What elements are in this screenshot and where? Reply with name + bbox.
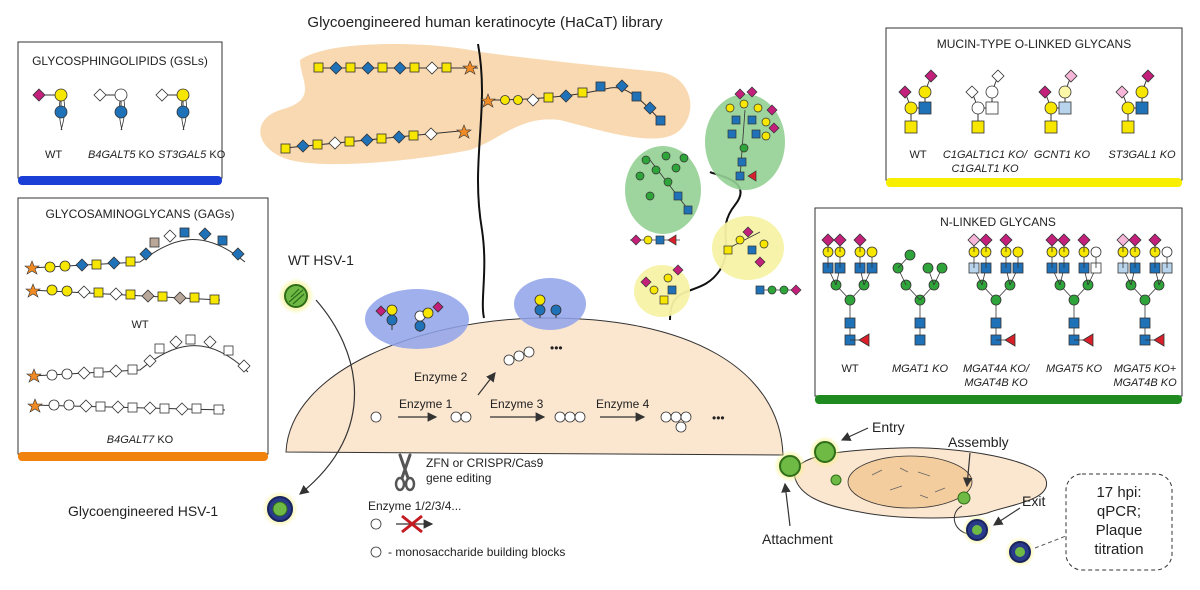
enzyme-pathway: [370, 346, 692, 433]
gsl-structure-st3gal5: [155, 88, 190, 131]
enzyme-4-ellipsis: •••: [712, 411, 725, 425]
monosaccharide-legend: - monosaccharide building blocks: [388, 545, 565, 559]
mucin-structure-c1galt1: [965, 69, 1005, 134]
monosaccharide-legend-icon: [370, 546, 382, 558]
gsl-blob-right: [514, 278, 586, 330]
assay-line3: Plaque: [1096, 522, 1143, 539]
gag-label-ko: B4GALT7 KO: [107, 434, 174, 446]
assay-line1: 17 hpi:: [1096, 484, 1141, 501]
gene-editing-line2: gene editing: [426, 471, 491, 485]
entry-virus-icon: [809, 436, 841, 468]
host-nucleus: [847, 455, 973, 509]
exit-virus-icon: [962, 515, 992, 545]
library-title: Glycoengineered human keratinocyte (HaCa…: [307, 14, 663, 31]
nlinked-label-mgat5-mgat4b-line2: MGAT4B KO: [1113, 377, 1177, 389]
enzyme-4-label: Enzyme 4: [596, 397, 650, 411]
gag-ko-chain-2: [27, 398, 226, 416]
cell-membrane-protein: [477, 43, 486, 319]
gene-editing-line1: ZFN or CRISPR/Cas9: [426, 456, 544, 470]
attachment-virus-icon: [774, 450, 806, 482]
mucin-color-bar: [886, 178, 1182, 187]
mucin-label-gcnt1: GCNT1 KO: [1034, 149, 1091, 161]
entry-label: Entry: [872, 419, 905, 435]
gag-ko-chain-1: [26, 334, 251, 383]
assembly-label: Assembly: [948, 434, 1009, 450]
scissors-icon: [394, 453, 416, 492]
mucin-structure-wt: [898, 69, 938, 134]
gsl-label-wt: WT: [45, 149, 62, 161]
mucin-label-st3gal1: ST3GAL1 KO: [1108, 149, 1176, 161]
enzyme-2-label: Enzyme 2: [414, 370, 468, 384]
gag-wt-chain-1: [24, 227, 246, 275]
nglycan-blob-left: [625, 146, 701, 234]
exit-label: Exit: [1022, 493, 1045, 509]
gag-label-wt: WT: [131, 319, 148, 331]
mucin-blob-left: [634, 265, 690, 317]
nlinked-color-bar: [815, 395, 1182, 404]
gsl-blob-left-glycans: [375, 301, 444, 332]
attachment-arrow: [781, 482, 791, 527]
gag-blob: [260, 43, 691, 165]
nlinked-heading: N-LINKED GLYCANS: [940, 215, 1056, 229]
cell-surface-glycans: [630, 86, 802, 305]
cell-body: [285, 317, 784, 456]
released-virus-icon: [1005, 537, 1035, 567]
assay-line4: titration: [1094, 541, 1143, 558]
mucin-structure-st3gal1: [1115, 69, 1155, 134]
assembly-arrow: [962, 452, 973, 488]
nlinked-structures: [821, 233, 1173, 347]
gsl-color-bar: [18, 176, 222, 185]
nucleus-dna-strands: [871, 467, 946, 499]
nlinked-label-mgat4-line2: MGAT4B KO: [964, 377, 1028, 389]
gsl-label-b4galt5: B4GALT5 KO: [88, 149, 155, 161]
mucin-label-c1galt1-line1: C1GALT1C1 KO/: [943, 149, 1028, 161]
assay-box: [1065, 473, 1173, 571]
enzyme-2-ellipsis: •••: [550, 341, 563, 355]
mucin-structure-gcnt1: [1038, 69, 1078, 134]
mucin-heading: MUCIN-TYPE O-LINKED GLYCANS: [937, 37, 1131, 51]
gsl-heading: GLYCOSPHINGOLIPIDS (GSLs): [32, 54, 208, 68]
enzyme-3-label: Enzyme 3: [490, 397, 544, 411]
assay-dashed-connector: [1034, 535, 1067, 549]
nlinked-label-mgat5: MGAT5 KO: [1046, 363, 1102, 375]
wt-virus-icon: [278, 278, 314, 314]
nlinked-label-mgat4-line1: MGAT4A KO/: [963, 363, 1030, 375]
mucin-label-c1galt1-line2: C1GALT1 KO: [951, 163, 1018, 175]
gsl-structure-b4galt5: [93, 88, 128, 131]
wt-hsv1-label: WT HSV-1: [288, 252, 354, 268]
capsid-icon: [830, 474, 842, 486]
engineered-virus-icon: [262, 491, 298, 527]
assembly-capsid-icon: [957, 491, 971, 505]
gag-chain-top: [313, 60, 478, 75]
gag-chain-right: [480, 79, 666, 126]
virus-path-arrow: [299, 299, 356, 495]
blocked-reaction: [370, 514, 434, 534]
nlinked-label-wt: WT: [841, 363, 858, 375]
attachment-label: Attachment: [762, 531, 833, 547]
enzyme-list-label: Enzyme 1/2/3/4...: [368, 499, 461, 513]
gag-wt-chain-2: [25, 283, 221, 305]
nlinked-label-mgat1: MGAT1 KO: [892, 363, 948, 375]
mucin-label-wt: WT: [909, 149, 926, 161]
gag-chain-bottom: [280, 124, 472, 154]
gsl-structure-wt: [32, 88, 68, 131]
gsl-label-st3gal5: ST3GAL5 KO: [158, 149, 226, 161]
assay-line2: qPCR;: [1097, 503, 1141, 520]
enzyme-1-label: Enzyme 1: [399, 397, 453, 411]
nlinked-label-mgat5-mgat4b-line1: MGAT5 KO+: [1114, 363, 1177, 375]
gsl-blob-right-glycans: [534, 294, 562, 318]
gag-heading: GLYCOSAMINOGLYCANS (GAGs): [46, 207, 235, 221]
exit-arrow: [992, 507, 1021, 526]
entry-arrow: [840, 427, 869, 441]
engineered-hsv1-label: Glycoengineered HSV-1: [68, 503, 218, 519]
gag-color-bar: [18, 452, 268, 461]
